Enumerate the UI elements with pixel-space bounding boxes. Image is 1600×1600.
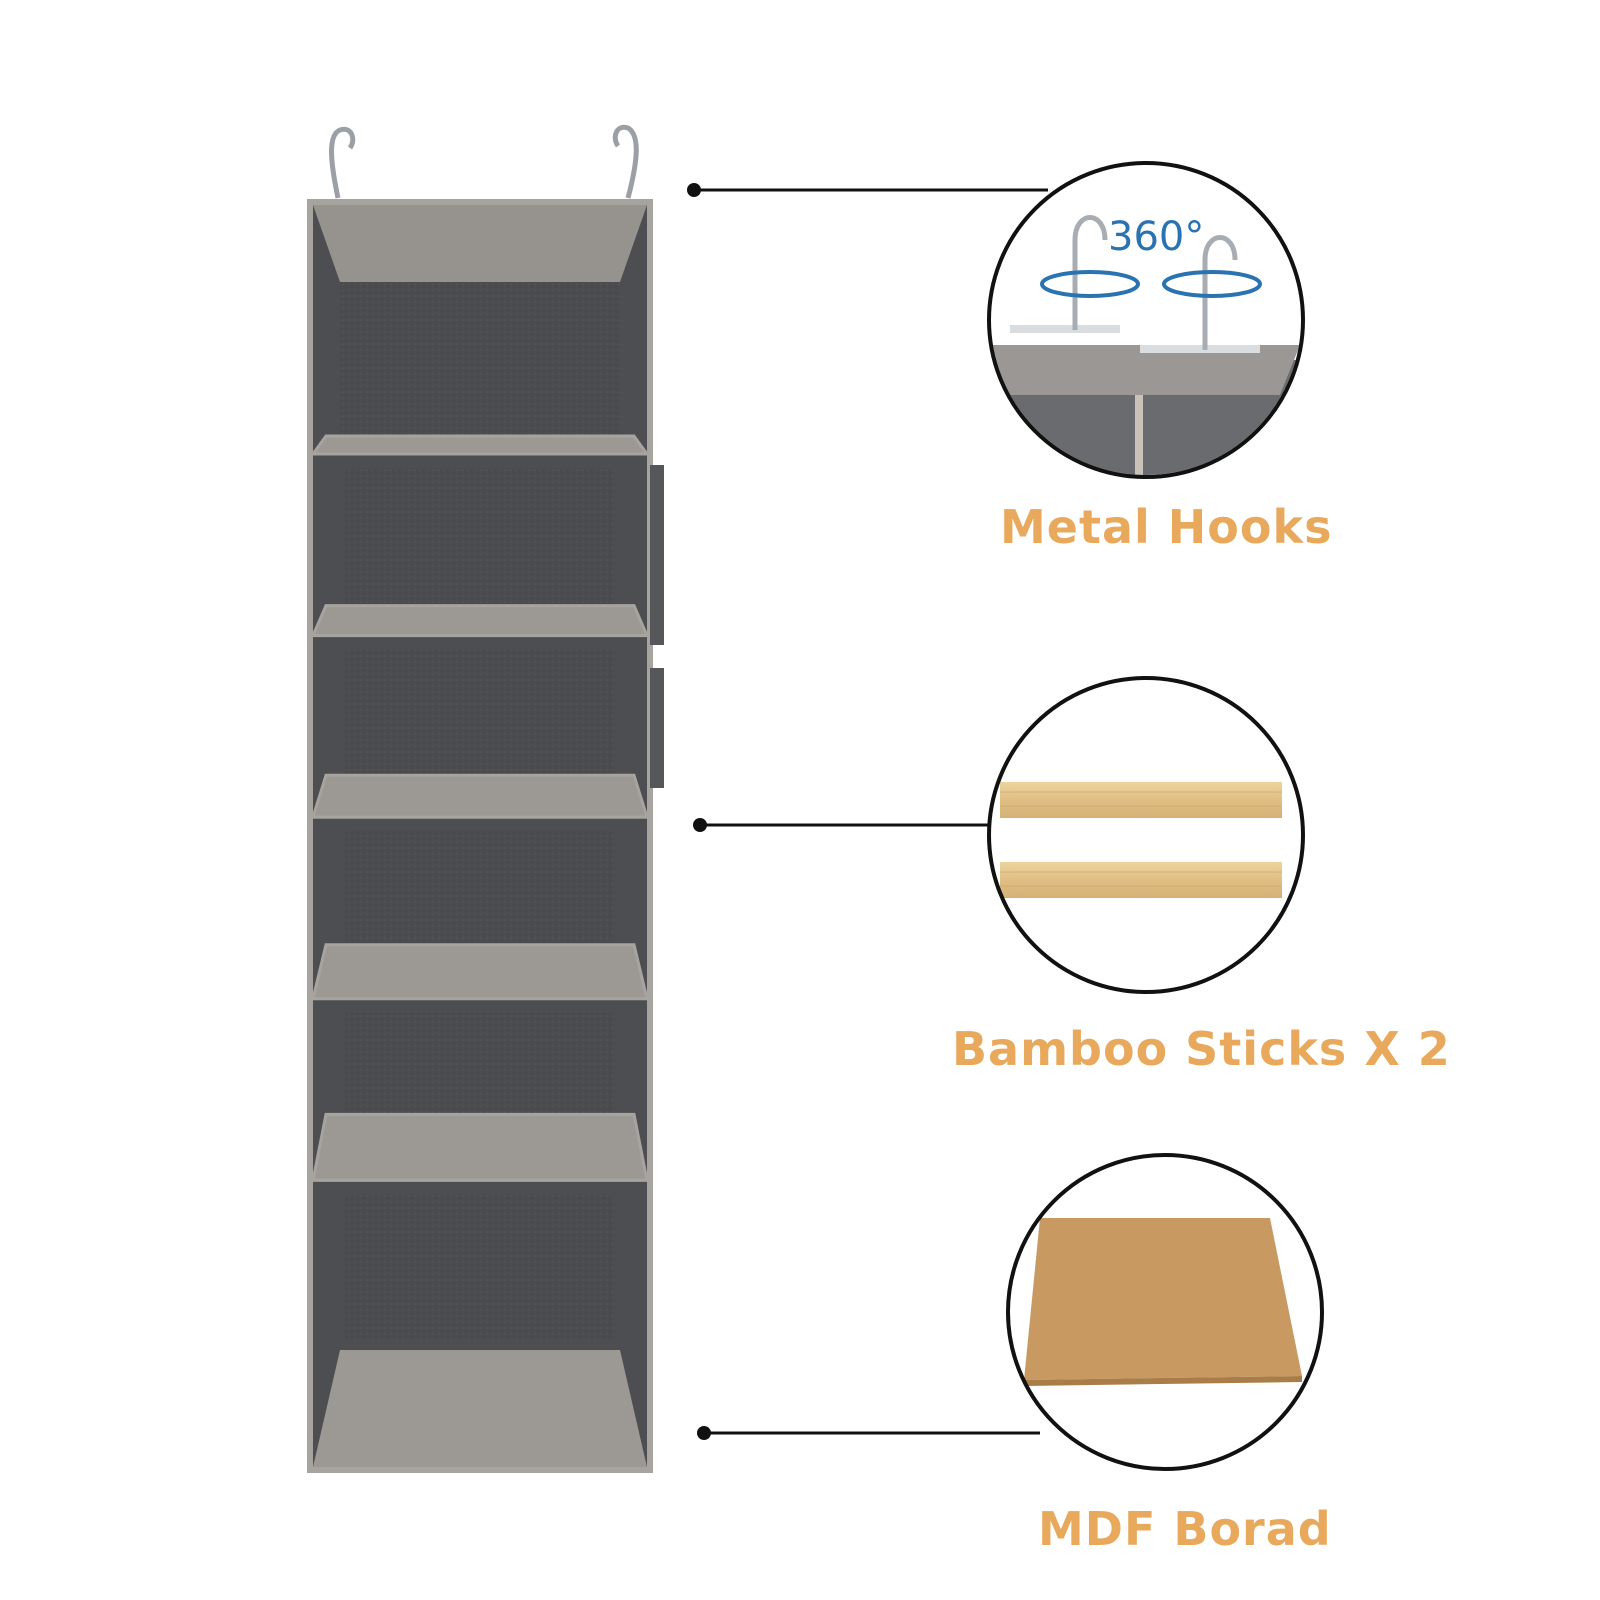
compartment-back-panel — [345, 1194, 615, 1340]
bamboo-stick — [1000, 862, 1282, 898]
bamboo-sticks-circle — [987, 676, 1305, 994]
hook-icon — [1202, 235, 1238, 350]
left-hook-icon — [329, 126, 356, 199]
compartment-back-panel — [345, 468, 615, 614]
rotation-badge: 360° — [1108, 214, 1205, 260]
metal-hooks-label: Metal Hooks — [1000, 500, 1333, 554]
mdf-board — [1024, 1218, 1302, 1380]
shelf-divider — [310, 773, 650, 819]
organizer-compartments — [310, 434, 650, 1340]
compartment-back-panel — [345, 649, 615, 796]
shelf-divider — [310, 604, 650, 638]
metal-hooks-circle — [987, 161, 1305, 479]
bamboo-stick — [1000, 782, 1282, 818]
shelf-divider — [311, 1112, 649, 1182]
callout-lines — [687, 183, 1048, 1440]
shelf-divider — [311, 943, 649, 1001]
bamboo-sticks-label: Bamboo Sticks X 2 — [952, 1022, 1451, 1076]
mdf-board-label: MDF Borad — [1038, 1502, 1332, 1556]
rotate-arrow-icon — [1162, 270, 1262, 298]
mdf-board-circle — [1006, 1153, 1324, 1471]
hook-icon — [1072, 215, 1108, 330]
shelf-divider — [310, 434, 650, 456]
rotate-arrow-icon — [1040, 270, 1140, 298]
organizer-bottom — [313, 1350, 647, 1467]
right-hook-icon — [612, 124, 639, 199]
